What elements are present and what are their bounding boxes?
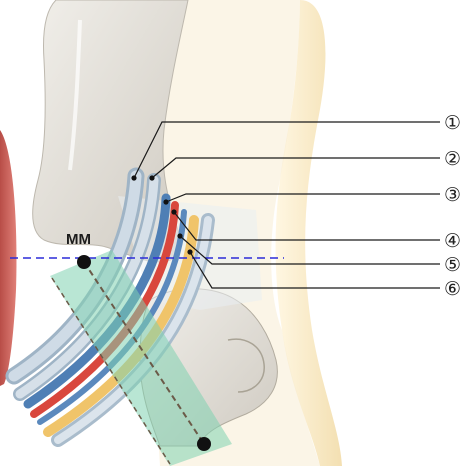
mm-point xyxy=(77,255,91,269)
callout-4: ④ xyxy=(444,231,461,252)
leader-dot-5 xyxy=(177,233,182,238)
leader-dot-3 xyxy=(163,199,168,204)
mm-label: MM xyxy=(66,231,91,248)
callout-3: ③ xyxy=(444,185,461,206)
callout-6: ⑥ xyxy=(444,279,461,300)
callout-5: ⑤ xyxy=(444,255,461,276)
callout-1: ① xyxy=(444,113,461,134)
leader-dot-1 xyxy=(131,175,136,180)
leader-dot-4 xyxy=(171,209,176,214)
calcaneus-point xyxy=(197,437,211,451)
leader-dot-6 xyxy=(187,249,192,254)
callout-2: ② xyxy=(444,149,461,170)
leader-dot-2 xyxy=(149,175,154,180)
